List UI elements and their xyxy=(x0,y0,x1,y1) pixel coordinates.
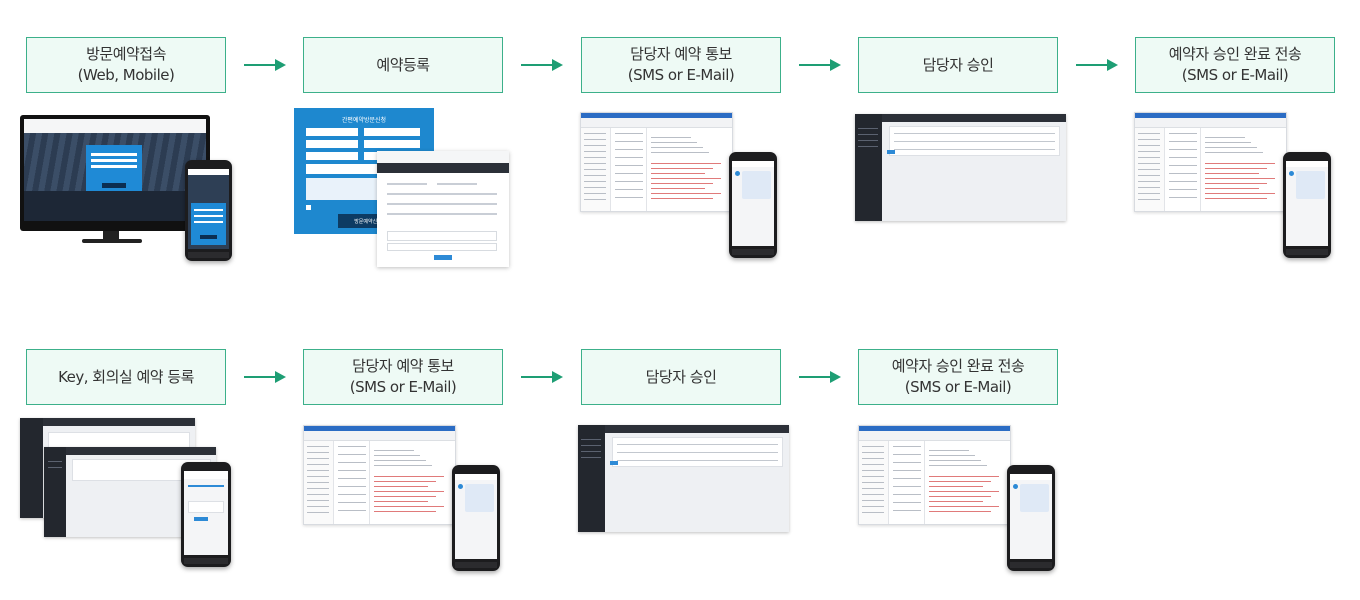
step-manager-approve: 담당자 승인 xyxy=(581,349,781,405)
mobile-phone-image xyxy=(181,462,231,567)
step-key-room-register: Key, 회의실 예약 등록 xyxy=(26,349,226,405)
step-sublabel: (SMS or E-Mail) xyxy=(904,378,1012,396)
step-sublabel: (SMS or E-Mail) xyxy=(1181,66,1289,84)
step-reservation-register: 예약등록 xyxy=(303,37,503,93)
step-sublabel: (Web, Mobile) xyxy=(77,66,175,84)
step-label: 방문예약접속 xyxy=(86,45,166,63)
mobile-sms-phone xyxy=(1007,465,1055,571)
form-title: 간편예약방문신청 xyxy=(341,117,387,124)
step-label: 예약자 승인 완료 전송 xyxy=(891,357,1025,375)
step-manager-notify: 담당자 예약 통보 (SMS or E-Mail) xyxy=(303,349,503,405)
flow-arrow xyxy=(799,59,841,71)
step-label: 예약자 승인 완료 전송 xyxy=(1168,45,1302,63)
outlook-email-window xyxy=(1134,112,1287,212)
step-label: 담당자 승인 xyxy=(645,367,717,386)
step-label: 담당자 예약 통보 xyxy=(630,45,732,63)
step-label: Key, 회의실 예약 등록 xyxy=(58,367,194,386)
step-sublabel: (SMS or E-Mail) xyxy=(627,66,735,84)
outlook-email-window xyxy=(303,425,456,525)
reservation-detail-card xyxy=(377,151,509,267)
step-manager-notify: 담당자 예약 통보 (SMS or E-Mail) xyxy=(581,37,781,93)
manager-approval-screen xyxy=(855,114,1066,221)
flow-arrow xyxy=(244,371,286,383)
step-label: 담당자 예약 통보 xyxy=(352,357,454,375)
submit-button: 방문예약신청 xyxy=(354,218,382,225)
outlook-email-window xyxy=(580,112,733,212)
desktop-monitor-image xyxy=(20,115,210,231)
flow-arrow xyxy=(521,371,563,383)
step-label: 예약등록 xyxy=(376,55,430,74)
mobile-phone-image xyxy=(185,160,232,261)
flow-arrow xyxy=(799,371,841,383)
outlook-email-window xyxy=(858,425,1011,525)
mobile-sms-phone xyxy=(729,152,777,258)
step-sublabel: (SMS or E-Mail) xyxy=(349,378,457,396)
mobile-sms-phone xyxy=(452,465,500,571)
step-label: 담당자 승인 xyxy=(922,55,994,74)
step-approval-complete-send: 예약자 승인 완료 전송 (SMS or E-Mail) xyxy=(1135,37,1335,93)
step-approval-complete-send: 예약자 승인 완료 전송 (SMS or E-Mail) xyxy=(858,349,1058,405)
manager-approval-screen xyxy=(578,425,789,532)
step-visit-access: 방문예약접속 (Web, Mobile) xyxy=(26,37,226,93)
mobile-sms-phone xyxy=(1283,152,1331,258)
step-manager-approve: 담당자 승인 xyxy=(858,37,1058,93)
flow-arrow xyxy=(521,59,563,71)
flow-arrow xyxy=(244,59,286,71)
flow-arrow xyxy=(1076,59,1118,71)
